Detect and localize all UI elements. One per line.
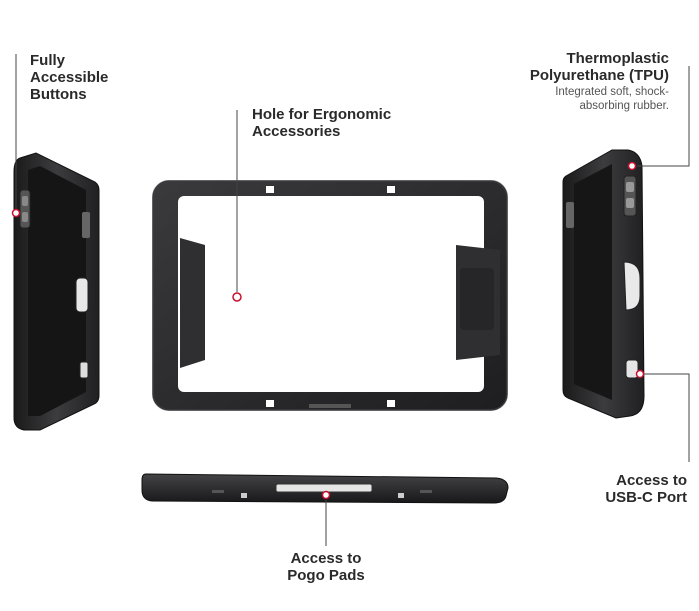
tpu-label-line1: Thermoplastic: [566, 50, 669, 67]
buttons-marker: [11, 208, 21, 218]
usbc-label-line1: Access to: [616, 472, 687, 489]
tpu-description-line2: absorbing rubber.: [579, 100, 669, 112]
tpu-label-line2: Polyurethane (TPU): [529, 67, 669, 84]
usbc-label-line2: USB-C Port: [605, 489, 687, 506]
case-left-side-view: [13, 152, 100, 431]
tpu-description-line1: Integrated soft, shock-: [555, 86, 669, 98]
tpu-label: Thermoplastic Polyurethane (TPU): [530, 50, 669, 84]
buttons-label: Fully Accessible Buttons: [30, 52, 108, 103]
case-front-view: [152, 180, 508, 411]
usbc-label: Access to USB-C Port: [605, 472, 687, 506]
buttons-label-line3: Buttons: [30, 86, 87, 103]
tpu-callout-line: [637, 66, 690, 167]
case-right-side-view: [562, 149, 645, 419]
hole-label-line1: Hole for Ergonomic: [252, 106, 392, 123]
usbc-marker: [635, 369, 645, 379]
hole-label-line2: Accessories: [252, 123, 341, 140]
hole-label: Hole for Ergonomic Accessories: [252, 106, 391, 140]
usbc-callout-line: [642, 373, 690, 462]
pogo-label: Access to Pogo Pads: [270, 550, 382, 584]
buttons-label-line1: Fully: [30, 52, 66, 69]
pogo-marker: [321, 490, 331, 500]
hole-marker: [232, 292, 242, 302]
buttons-label-line2: Accessible: [30, 69, 109, 86]
pogo-label-line2: Pogo Pads: [287, 567, 365, 584]
pogo-label-line1: Access to: [290, 550, 362, 567]
case-bottom-view: [141, 473, 509, 504]
tpu-marker: [627, 161, 637, 171]
tpu-description: Integrated soft, shock- absorbing rubber…: [555, 85, 669, 113]
